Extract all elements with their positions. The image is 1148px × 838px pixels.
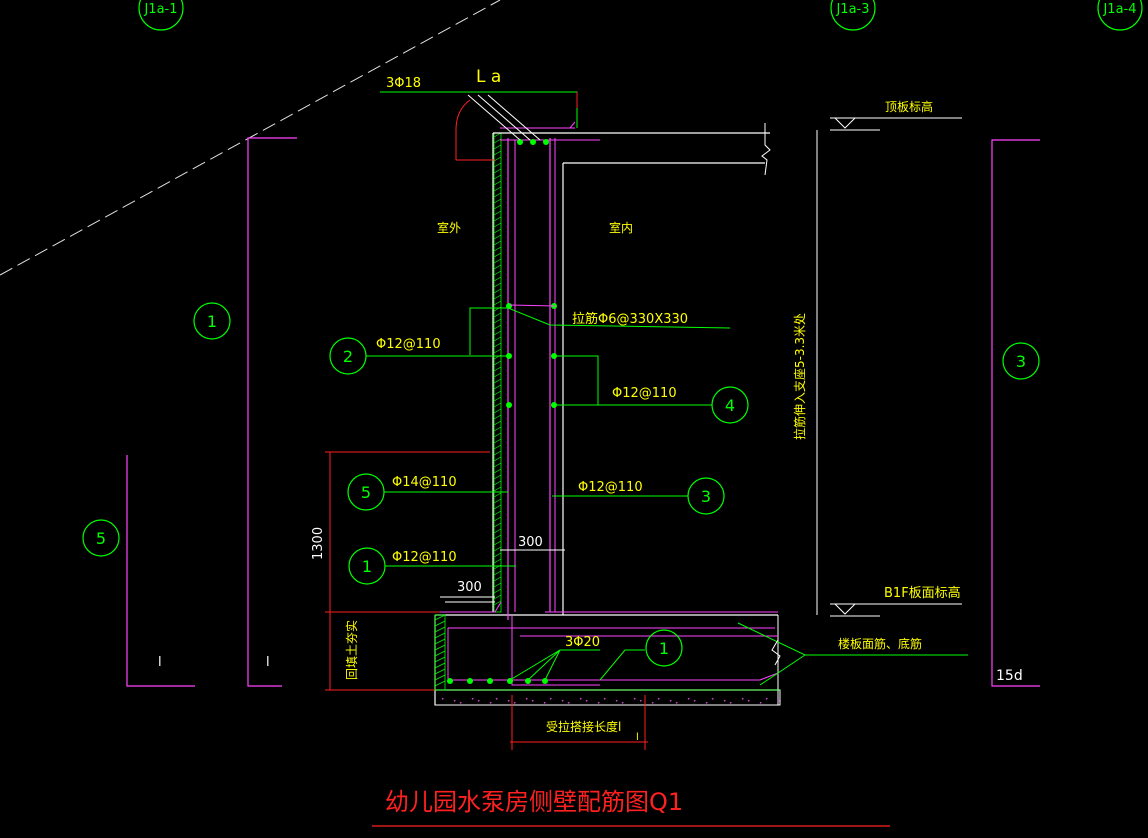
num-c3: 3 [701,487,711,506]
waterproofing-strip [493,132,502,613]
leader-slab-bars [737,622,968,686]
label-3phi20: 3Φ20 [565,635,600,650]
circle-left5 [82,519,120,557]
label-la: L a [476,67,501,87]
la-dim-arc [455,99,471,160]
label-tie: 拉筋Φ6@330X330 [572,311,688,327]
label-1300: 1300 [311,527,326,560]
label-anchor-text: 拉筋伸入支座5-3.3米处 [792,313,807,440]
leader-c4 [554,355,712,406]
base-rebar-loop [447,627,779,681]
label-lap-sub: l [636,732,639,743]
label-c1: Φ12@110 [392,550,457,565]
num-c4: 4 [725,396,735,415]
leader-3phi18 [380,91,578,128]
right-bracket-3 [991,139,1040,687]
grid-label-3: J1a-3 [835,2,869,17]
label-300b: 300 [457,580,482,595]
waterproofing-hatch [493,132,502,606]
grid-label-4: J1a-4 [1102,2,1136,17]
break-line-top [761,123,771,176]
break-line-bottom [771,639,781,666]
label-c5: Φ14@110 [392,475,457,490]
num-c1: 1 [362,557,372,576]
label-b1f: B1F板面标高 [884,585,961,601]
label-3phi18: 3Φ18 [386,76,421,91]
left-bracket-1 [247,137,297,687]
b1f-level-triangle [834,603,856,615]
label-300a: 300 [518,535,543,550]
num-c2: 2 [343,347,353,366]
label-c2: Φ12@110 [376,337,441,352]
tie-bar [509,304,556,307]
cushion-dots [441,697,780,704]
label-roof-elev: 顶板标高 [885,99,933,114]
grid-marker-3: J1a-3 [830,0,876,31]
circle-c4 [711,386,749,424]
rebar-top-hook [569,121,576,129]
num-right3: 3 [1016,352,1026,371]
label-outside: 室外 [437,220,461,235]
circle-left1 [193,302,231,340]
circle-c2 [329,337,367,375]
grid-label-1: J1a-1 [143,2,177,17]
label-lap: 受拉搭接长度l [546,719,621,734]
label-inside: 室内 [609,220,633,235]
circle-c1 [348,547,386,585]
base-rebar-L [511,615,600,686]
label-l1-mid: l [266,655,270,670]
grid-marker-1: J1a-1 [138,0,184,31]
num-bottom1: 1 [659,639,669,658]
dim-wall-fill [325,612,435,691]
leader-tie [469,307,731,355]
leader-bottom-bars [509,649,600,681]
wall-step [435,601,502,613]
label-l1-left: l [158,655,162,670]
circle-c5 [347,473,385,511]
grid-marker-4: J1a-4 [1097,0,1143,31]
label-slab-bars: 楼板面筋、底筋 [838,636,922,651]
dim-1300-line [325,451,490,613]
dim-lap-line [510,695,648,750]
num-c5: 5 [361,483,371,502]
cushion-layer [434,689,781,706]
circle-right3 [1002,342,1040,380]
circle-c3 [687,477,725,515]
label-15d: 15d [996,668,1023,684]
la-arrows [467,94,541,141]
left-bracket-5 [126,455,195,687]
label-c4: Φ12@110 [612,386,677,401]
num-left1: 1 [207,312,217,331]
base-hatch [434,614,446,687]
leader-bottom1 [599,649,645,681]
roof-level-triangle [834,117,856,129]
drawing-title: 幼儿园水泵房侧壁配筋图Q1 [385,788,683,816]
label-c3: Φ12@110 [578,480,643,495]
num-left5: 5 [96,529,106,548]
circle-bottom1 [645,629,683,667]
base-waterproof-left [434,614,446,691]
label-wall-text: 回填土夯实 [344,620,359,680]
